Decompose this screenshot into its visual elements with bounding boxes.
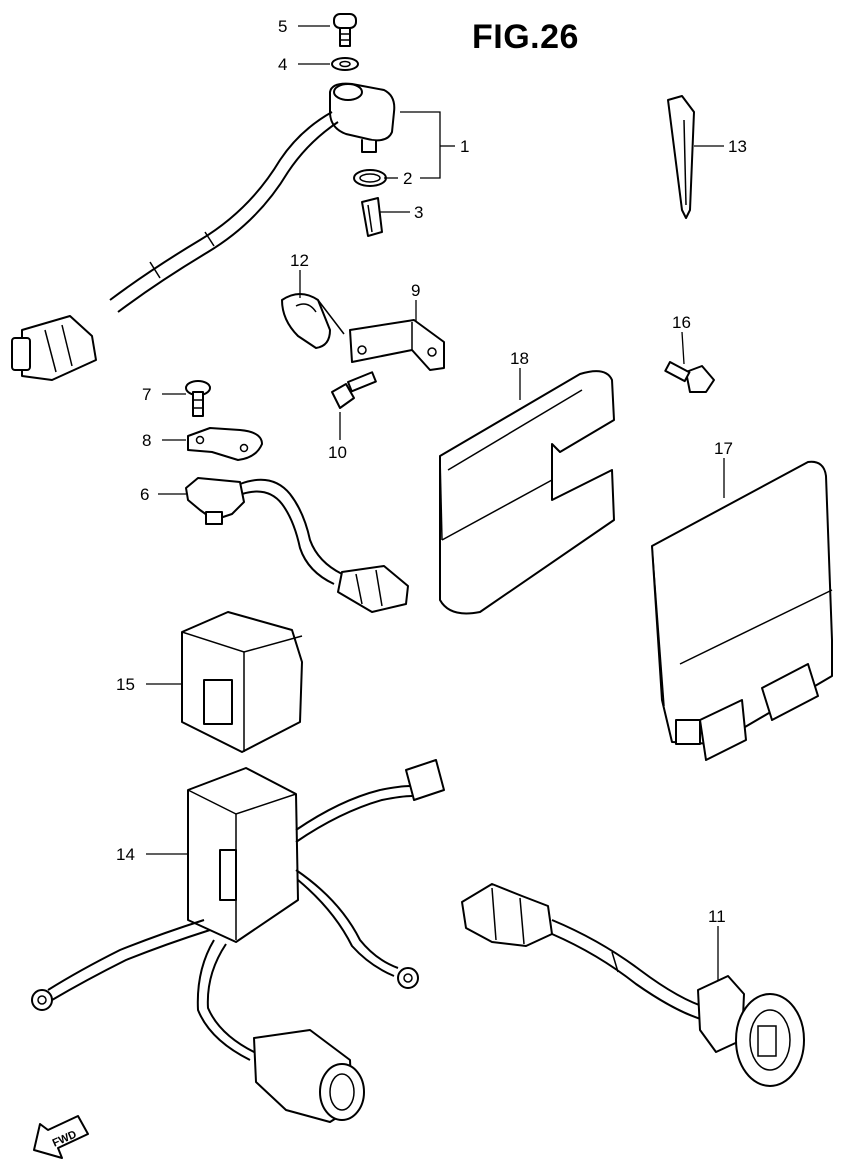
- part-12-clamp: [281, 293, 345, 349]
- part-16-bolt: [664, 360, 715, 393]
- fwd-arrow: FWD: [33, 1115, 89, 1159]
- part-9-bracket: [349, 319, 445, 371]
- callout-9: 9: [411, 281, 420, 300]
- callout-11: 11: [708, 907, 726, 926]
- callout-2: 2: [403, 169, 412, 188]
- part-5-screw: [333, 13, 357, 47]
- part-4-washer: [331, 57, 359, 71]
- part-7-screw: [185, 380, 211, 417]
- callout-1: 1: [460, 137, 469, 156]
- part-6-sensor: [185, 477, 409, 613]
- part-3-pin: [361, 197, 383, 237]
- callout-numbers: 5 4 1 2 3 13 12 9 16 18 7 8 10 17 6 15 1…: [116, 17, 747, 926]
- part-10-bolt: [331, 371, 377, 409]
- callout-4: 4: [278, 55, 287, 74]
- part-17-ecu: [651, 460, 833, 761]
- figure-title: FIG.26: [472, 18, 579, 56]
- part-15-relay-cover: [181, 611, 303, 753]
- leader-lines: [146, 25, 725, 980]
- callout-3: 3: [414, 203, 423, 222]
- part-18-cover: [439, 370, 615, 615]
- callout-8: 8: [142, 431, 151, 450]
- callout-17: 17: [714, 439, 733, 458]
- part-2-o-ring: [353, 169, 387, 187]
- part-8-plate: [187, 427, 263, 461]
- callout-16: 16: [672, 313, 691, 332]
- part-14-control-box-harness: [31, 759, 445, 1123]
- part-11-switch-harness: [461, 883, 805, 1087]
- part-1-sensor-harness: [11, 82, 396, 381]
- callout-13: 13: [728, 137, 747, 156]
- part-13-cable-tie: [667, 95, 695, 219]
- callout-14: 14: [116, 845, 135, 864]
- callout-5: 5: [278, 17, 287, 36]
- callout-7: 7: [142, 385, 151, 404]
- callout-18: 18: [510, 349, 529, 368]
- callout-10: 10: [328, 443, 347, 462]
- callout-12: 12: [290, 251, 309, 270]
- callout-6: 6: [140, 485, 149, 504]
- callout-15: 15: [116, 675, 135, 694]
